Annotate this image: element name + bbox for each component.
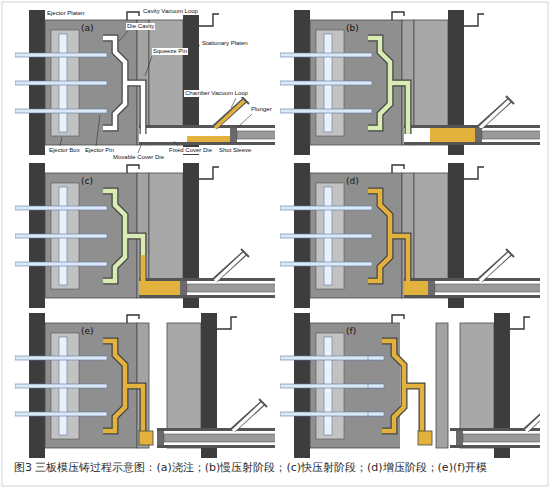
leader-line (231, 98, 236, 108)
panel-b (280, 10, 544, 155)
plunger-rod (187, 284, 277, 292)
panel-a (15, 10, 279, 155)
part-label: Stationary Platen (201, 40, 249, 47)
casting (382, 341, 422, 437)
panel-letter: (c) (81, 177, 93, 187)
biscuit (139, 431, 153, 445)
figure-caption: 图3 三板模压铸过程示意图：(a)浇注；(b)慢压射阶段；(c)快压射阶段；(d… (14, 461, 487, 475)
leader-line (145, 56, 152, 76)
casting (103, 341, 143, 437)
leader-line (238, 114, 252, 127)
panel-letter: (d) (346, 177, 359, 187)
leader-lines (39, 15, 252, 153)
plunger-rod (435, 284, 542, 292)
fixed-half (139, 10, 279, 155)
panel-e (15, 313, 297, 458)
part-label: Ejector Platen (46, 10, 85, 17)
leader-line (119, 31, 128, 41)
movable-half (15, 10, 149, 155)
movable-half (280, 163, 414, 308)
part-label: Die Cavity (126, 23, 155, 30)
leader-line (39, 15, 44, 23)
molten-metal (187, 136, 230, 142)
molten-metal (139, 281, 180, 295)
fixed-half (139, 163, 279, 308)
movable-half (15, 313, 149, 458)
ejected-casting (382, 341, 432, 445)
plunger-rod (237, 131, 277, 139)
panel-c (15, 163, 279, 308)
part-label: Cavity Vacuum Loop (142, 8, 199, 15)
panel-letter: (b) (346, 24, 359, 34)
ejector-pin (368, 356, 384, 360)
panel-d (280, 163, 544, 308)
panel-letter: (e) (81, 327, 94, 337)
plunger-rod (463, 434, 542, 442)
leader-line (138, 143, 142, 153)
leader-line (194, 45, 200, 50)
biscuit (404, 281, 428, 295)
part-label: Ejector Pin (84, 147, 115, 154)
die-cavity (103, 38, 143, 134)
plunger-tip (180, 281, 187, 295)
plunger-tip (475, 128, 482, 142)
plunger-tip (456, 431, 463, 445)
part-label: Chamber Vacuum Loop (184, 90, 249, 97)
fixed-half (450, 313, 550, 458)
movable-half (280, 313, 414, 458)
leader-line (60, 137, 62, 146)
leader-line (96, 115, 100, 146)
plunger-tip (428, 281, 435, 295)
fixed-half (157, 313, 297, 458)
plunger-rod (482, 131, 542, 139)
part-label: Fixed Cover Die (168, 147, 213, 154)
panel-letter: (a) (81, 24, 94, 34)
panel-letter: (f) (346, 327, 356, 337)
fixed-half (404, 163, 544, 308)
part-label: Ejector Box (48, 147, 81, 154)
movable-cover-die (436, 323, 448, 448)
plunger-tip (230, 128, 237, 142)
die-cavity (368, 191, 408, 287)
fixed-half (404, 10, 544, 155)
die-cavity (368, 38, 408, 134)
leader-line (174, 141, 178, 146)
part-label: Shot Sleeve (218, 147, 252, 154)
die-cavity (103, 191, 143, 287)
molten-metal (430, 128, 475, 142)
plunger-tip (157, 431, 164, 445)
plunger-rod (164, 434, 277, 442)
panel-f (280, 313, 550, 458)
part-label: Plunger (250, 106, 273, 113)
part-label: Movable Cover Die (112, 154, 165, 161)
movable-half (15, 163, 149, 308)
biscuit (418, 431, 432, 445)
movable-half (280, 10, 414, 155)
ejector-pin (368, 384, 384, 388)
ejector-pin (368, 412, 384, 416)
part-label: Squeeze Pin (152, 48, 188, 55)
